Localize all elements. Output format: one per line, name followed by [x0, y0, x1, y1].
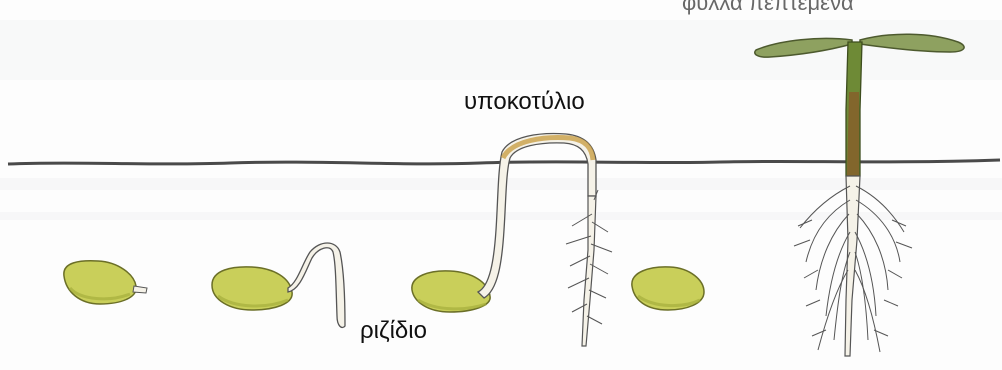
seed-stage-1 [64, 261, 147, 304]
seed-stage-3 [412, 134, 612, 346]
radicle-label: ριζίδιο [360, 319, 427, 343]
stem-5-brown [847, 92, 859, 176]
seed-stage-2 [212, 243, 345, 328]
radicle-tip-1 [133, 286, 147, 293]
radicle-2 [288, 243, 345, 328]
seed-stage-5 [755, 34, 964, 356]
hypocotyl-label: υποκοτύλιο [464, 90, 585, 114]
seed-stage-4 [632, 267, 704, 310]
main-root-5 [845, 176, 860, 356]
top-partial-label: φύλλα πεπτέμενα [682, 0, 854, 14]
